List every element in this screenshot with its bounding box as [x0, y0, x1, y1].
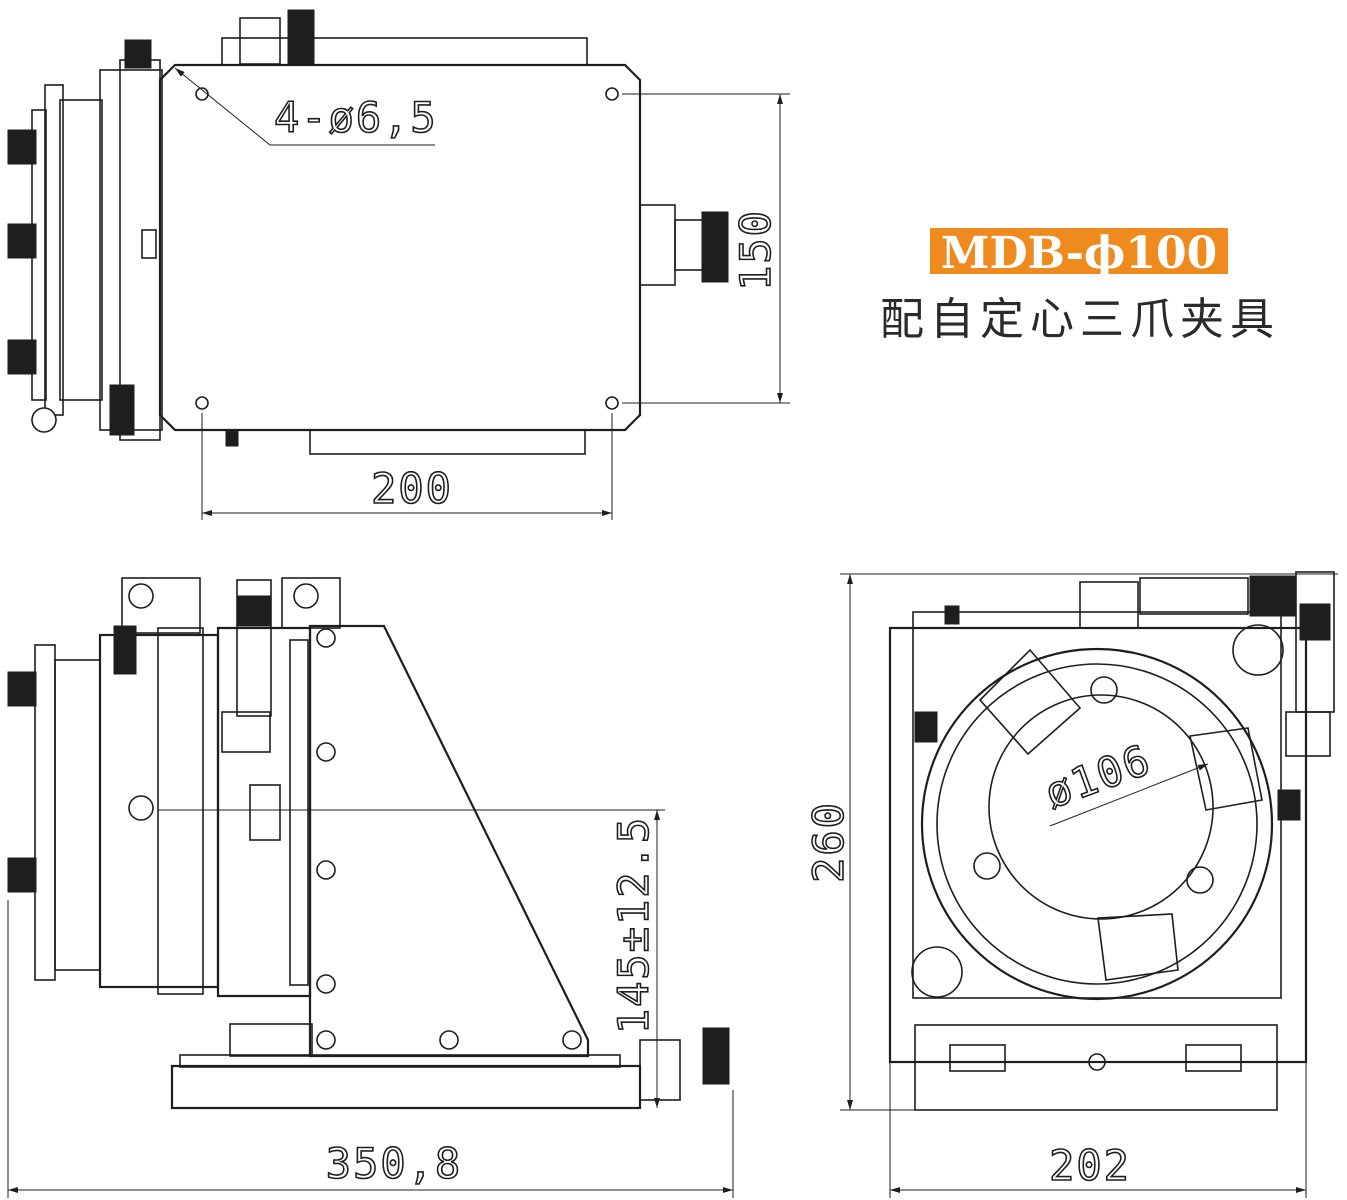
bottom-rail — [309, 429, 586, 455]
front-bore — [988, 694, 1214, 920]
side-base-block — [229, 1023, 313, 1057]
front-corner-roller-tr — [1232, 624, 1284, 676]
front-frame — [888, 626, 1308, 1064]
left-disk — [59, 99, 103, 401]
front-view: ø106 260 202 — [803, 571, 1338, 1198]
front-left-knob — [914, 711, 938, 743]
front-top-screw — [944, 605, 960, 625]
dim-106-line — [1049, 763, 1209, 827]
side-outer-face — [34, 644, 56, 981]
side-top-block — [121, 577, 201, 634]
front-corner-roller-bl — [911, 946, 963, 998]
description-label: 配自定心三爪夹具 — [880, 294, 1280, 345]
right-connector-neck — [674, 219, 704, 271]
left-handle — [31, 407, 57, 433]
dim-150-label: 150 — [731, 209, 780, 291]
left-knob-2 — [7, 223, 37, 259]
dim-260-label: 260 — [804, 801, 853, 883]
side-knob-1 — [7, 671, 37, 707]
front-inner-ring — [936, 663, 1258, 985]
front-micrometer-knob — [1249, 575, 1297, 617]
front-jaw-pin-2 — [973, 852, 1001, 880]
front-base-slot-1 — [949, 1044, 1006, 1072]
front-base-bolt — [1088, 1053, 1106, 1071]
front-right-screw — [1277, 789, 1301, 821]
model-label: MDB-ϕ100 — [941, 228, 1217, 279]
front-outer-ring — [920, 647, 1274, 1001]
right-connector-block — [639, 204, 676, 286]
left-knob-3 — [7, 339, 37, 375]
front-base — [914, 1024, 1278, 1111]
left-lower-knob — [109, 384, 135, 436]
side-gusset — [308, 624, 590, 1058]
side-micrometer-base — [221, 711, 271, 753]
side-vertical-plate — [216, 626, 312, 998]
front-right-knob — [1299, 603, 1331, 641]
gusset-bolt-3 — [316, 860, 336, 880]
side-micrometer-knob — [237, 595, 271, 627]
front-chuck-plate — [912, 611, 1282, 999]
left-flange — [99, 69, 163, 431]
side-top-roller — [128, 583, 154, 609]
front-jaw-1 — [978, 648, 1082, 756]
top-block — [239, 17, 281, 65]
gusset-bolt-4 — [316, 974, 336, 994]
right-connector-knob — [701, 211, 729, 283]
dim-145-label: 145±12.5 — [609, 816, 658, 1034]
holes-label: 4-ø6,5 — [274, 93, 438, 142]
side-knob-2 — [7, 857, 37, 893]
hole-leader — [174, 67, 271, 146]
left-ring — [119, 59, 161, 441]
top-view: 4-ø6,5 150 200 — [7, 9, 790, 520]
side-chuck-body — [98, 633, 220, 989]
gusset-bolt-5 — [316, 1030, 336, 1050]
side-chuck-ring — [157, 627, 204, 995]
side-right-block — [281, 577, 341, 629]
dim-202-label: 202 — [1049, 1141, 1131, 1190]
left-tab — [141, 229, 157, 259]
front-jaw-3 — [1097, 913, 1179, 981]
side-center-pin — [128, 795, 154, 821]
dim-106-label: ø106 — [1038, 735, 1157, 818]
front-top-block — [1079, 581, 1139, 629]
gusset-bolt-7 — [562, 1030, 582, 1050]
mount-hole-bl — [195, 396, 209, 410]
bottom-screw — [225, 429, 239, 447]
side-top-knob — [113, 625, 137, 675]
mount-hole-tr — [605, 87, 619, 101]
mount-hole-br — [605, 396, 619, 410]
side-micrometer — [236, 579, 272, 717]
gusset-bolt-2 — [316, 742, 336, 762]
front-jaw-pin-1 — [1090, 676, 1118, 704]
left-upper-knob — [124, 39, 152, 69]
side-connector-block — [639, 1039, 681, 1101]
gusset-bolt-1 — [316, 628, 336, 648]
side-slide — [249, 784, 281, 841]
front-jaw-2 — [1189, 727, 1263, 811]
mount-hole-tl — [195, 87, 209, 101]
title-block: MDB-ϕ100 配自定心三爪夹具 — [880, 228, 1280, 345]
side-rail — [289, 639, 309, 986]
front-right-block — [1285, 711, 1331, 757]
side-face-disk — [54, 659, 101, 971]
side-base — [170, 1064, 642, 1110]
model-badge — [930, 228, 1228, 274]
top-rail — [221, 37, 588, 66]
dim-350-label: 350,8 — [326, 1139, 462, 1188]
front-right-arm — [1295, 571, 1335, 713]
gusset-bolt-6 — [439, 1030, 459, 1050]
dim-200-label: 200 — [371, 464, 453, 513]
side-right-roller — [293, 583, 319, 609]
top-knob — [287, 9, 315, 65]
front-jaw-pin-3 — [1186, 866, 1214, 894]
front-micrometer-body — [1139, 577, 1249, 615]
side-view: 145±12.5 350,8 — [7, 577, 734, 1198]
left-knob-1 — [7, 129, 37, 165]
front-base-slot-2 — [1185, 1044, 1242, 1072]
side-connector-knob — [702, 1027, 730, 1085]
